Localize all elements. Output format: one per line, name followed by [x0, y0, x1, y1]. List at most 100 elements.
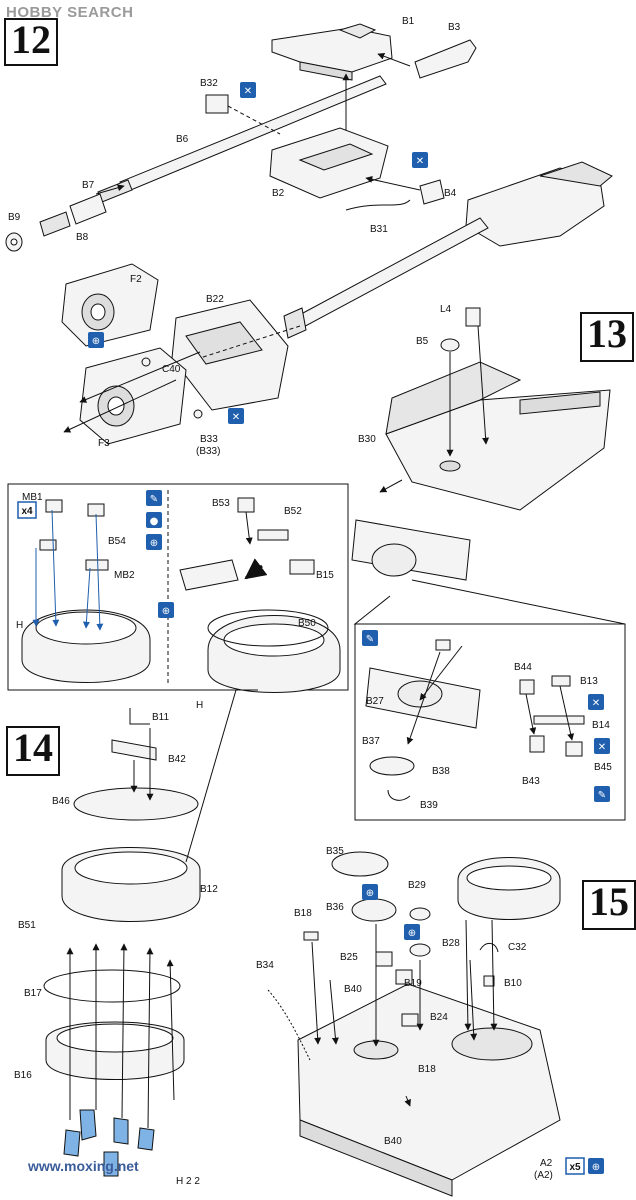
- svg-text:●: ●: [150, 516, 159, 527]
- label-b25: B25: [340, 952, 358, 963]
- no-cement-icon: ✕: [588, 694, 604, 710]
- cupola-detail-parts: [21, 497, 341, 693]
- label-b17: B17: [24, 988, 42, 999]
- label-b52: B52: [284, 506, 302, 517]
- part-b18: [303, 931, 319, 941]
- label-b35: B35: [326, 846, 344, 857]
- cement-icon: ✎: [594, 786, 610, 802]
- drill-icon: ⊕: [88, 332, 104, 348]
- svg-text:✕: ✕: [232, 412, 240, 423]
- step-14-arrows: [66, 728, 175, 1129]
- step-number-12: 12: [4, 18, 58, 66]
- label-f3: F3: [98, 438, 110, 449]
- label-b7: B7: [82, 180, 95, 191]
- svg-text:⊕: ⊕: [162, 606, 170, 617]
- part-c40: [141, 357, 151, 367]
- label-b38: B38: [432, 766, 450, 777]
- multiplier-x4: x4: [17, 501, 37, 519]
- label-b18: B18: [294, 908, 312, 919]
- label-b16: B16: [14, 1070, 32, 1081]
- label-f2: F2: [130, 274, 142, 285]
- multiplier-x5: x5: [565, 1157, 585, 1175]
- label-b19: B19: [404, 978, 422, 989]
- part-f3: [79, 347, 187, 445]
- svg-text:x5: x5: [569, 1162, 581, 1173]
- label-b15: B15: [316, 570, 334, 581]
- label-b14: B14: [592, 720, 610, 731]
- label-h-right: H: [196, 700, 203, 711]
- step-14-callout: [185, 689, 258, 863]
- part-b31: [345, 199, 411, 211]
- label-b33: B33: [200, 434, 218, 445]
- part-b15: [289, 559, 315, 575]
- part-labels: B1 B3 B32 B6 B7 B9 B8 B2 B4 B31 F2 B22 C…: [8, 16, 612, 1181]
- label-b39: B39: [420, 800, 438, 811]
- part-b32: [205, 94, 229, 114]
- part-periscope-bracket: [179, 559, 239, 591]
- label-b5: B5: [416, 336, 429, 347]
- label-b11: B11: [152, 712, 169, 723]
- label-b8: B8: [76, 232, 89, 243]
- step-14-periscopes: [63, 1109, 155, 1177]
- label-b40b: B40: [384, 1136, 402, 1147]
- part-b4: [419, 179, 445, 205]
- part-b37: [369, 756, 415, 776]
- part-b14: [533, 715, 585, 725]
- part-b53: [237, 497, 255, 513]
- label-b37: B37: [362, 736, 380, 747]
- part-b10: [483, 975, 495, 987]
- label-b36: B36: [326, 902, 344, 913]
- label-b28: B28: [442, 938, 460, 949]
- step-15-arrows: [311, 919, 498, 1107]
- step-13-parts: [351, 307, 611, 581]
- label-mb1: MB1: [22, 492, 43, 503]
- part-b42: [111, 739, 157, 761]
- part-l4: [465, 307, 481, 327]
- label-b43: B43: [522, 776, 540, 787]
- step-13-arrows: [379, 325, 490, 493]
- part-mb1: [45, 499, 63, 513]
- svg-text:✕: ✕: [416, 156, 424, 167]
- part-b44: [519, 679, 535, 695]
- detail-callout-lines: [353, 579, 626, 625]
- label-b24: B24: [430, 1012, 448, 1023]
- no-cement-icon: ✕: [412, 152, 428, 168]
- icons: ✕ ✕ ⊕ ✕ ✎ ● ⊕ ⊕ ✎ ✕ ✕ ✎ ⊕ ⊕ ⊕: [88, 82, 610, 1174]
- svg-text:x4: x4: [21, 506, 33, 517]
- no-cement-icon: ✕: [594, 738, 610, 754]
- part-mb2: [85, 559, 109, 571]
- part-b3: [414, 39, 477, 79]
- label-b32: B32: [200, 78, 218, 89]
- cement-icon: ✎: [362, 630, 378, 646]
- label-l4: L4: [440, 304, 452, 315]
- label-h-left: H: [16, 620, 23, 631]
- label-b33-alt: (B33): [196, 446, 220, 457]
- step-number-14: 14: [6, 726, 60, 776]
- drill-icon: ⊕: [158, 602, 174, 618]
- label-b18b: B18: [418, 1064, 436, 1075]
- drill-icon: ⊕: [146, 534, 162, 550]
- label-b50: B50: [298, 618, 316, 629]
- part-b11: [129, 708, 150, 725]
- label-b13: B13: [580, 676, 598, 687]
- label-b34: B34: [256, 960, 274, 971]
- part-barrel-right: [289, 217, 489, 331]
- drill-icon: ⊕: [362, 884, 378, 900]
- part-b36: [351, 898, 397, 922]
- step-number-13: 13: [580, 312, 634, 362]
- paint-icon: ●: [146, 512, 162, 528]
- label-b40: B40: [344, 984, 362, 995]
- svg-text:⊕: ⊕: [592, 1162, 600, 1173]
- label-b30: B30: [358, 434, 376, 445]
- label-a2: A2: [540, 1158, 553, 1169]
- svg-text:✎: ✎: [598, 790, 606, 801]
- part-b34: [267, 989, 311, 1061]
- cupola-detail-arrows: [32, 509, 268, 631]
- label-a2-alt: (A2): [534, 1170, 553, 1181]
- step-12-arrows: [63, 52, 421, 433]
- part-b24: [401, 1013, 419, 1027]
- no-cement-icon: ✕: [228, 408, 244, 424]
- label-b29: B29: [408, 880, 426, 891]
- label-b53: B53: [212, 498, 230, 509]
